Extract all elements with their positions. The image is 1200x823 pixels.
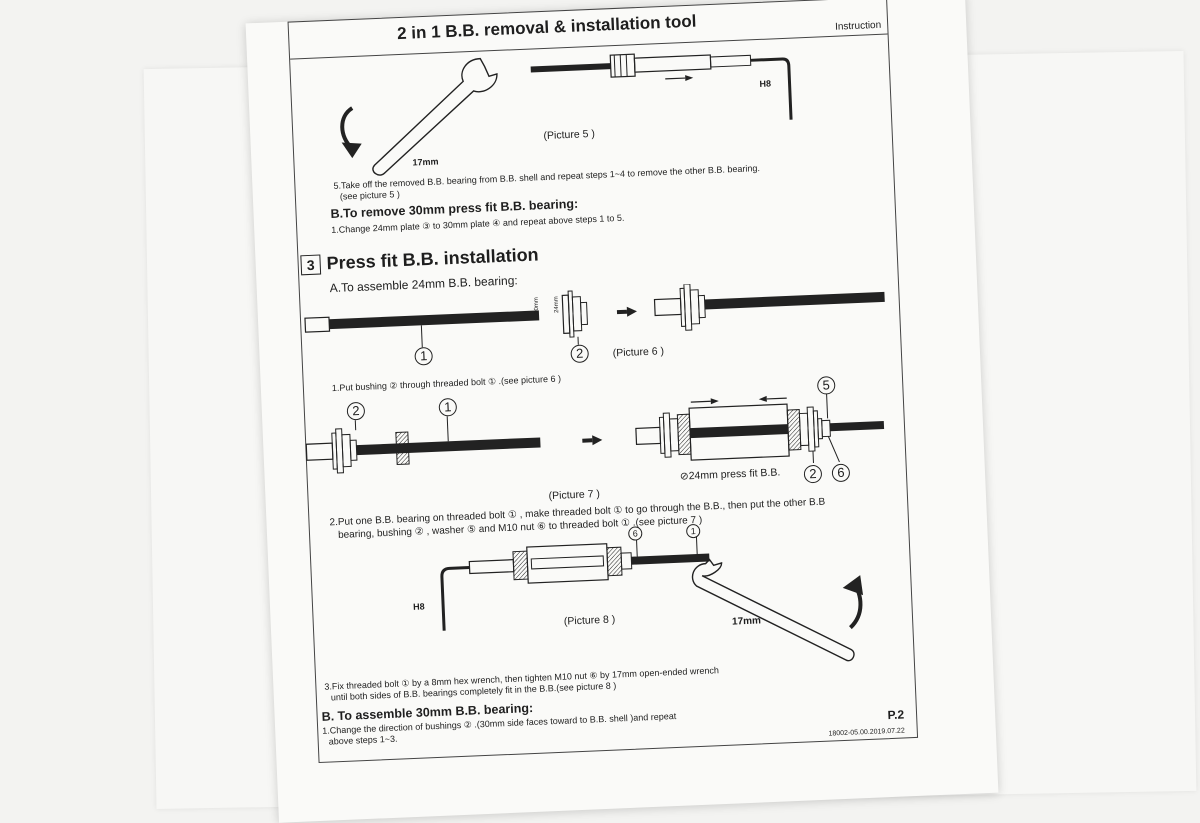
section3-number: 3 <box>300 254 321 275</box>
picture6-caption: (Picture 6 ) <box>612 345 664 359</box>
section3-heading: Press fit B.B. installation <box>326 244 539 273</box>
next-arrow <box>627 306 637 316</box>
wrench-17mm <box>692 554 854 667</box>
bushing-sleeve <box>305 317 330 332</box>
picture8-hex-label: H8 <box>413 601 425 611</box>
hex-key <box>751 59 792 122</box>
step5-line2: (see picture 5 ) <box>340 189 400 202</box>
bolt-shaft <box>531 63 611 72</box>
picture5-wrench-size: 17mm <box>412 156 438 167</box>
picture8-caption: (Picture 8 ) <box>564 613 616 627</box>
picture7-caption: (Picture 7 ) <box>548 488 600 502</box>
step1-text: 1.Put bushing ② through threaded bolt ① … <box>332 374 562 395</box>
picture8-diagram <box>410 522 896 692</box>
rotation-arrowhead <box>342 142 363 159</box>
instruction-sheet: 2 in 1 B.B. removal & installation tool … <box>246 0 999 823</box>
picture6-dim-30: 30mm <box>534 297 541 314</box>
document-code: 18002-05.00.2019.07.22 <box>828 727 905 737</box>
tool-shell <box>634 55 711 72</box>
document-frame: 2 in 1 B.B. removal & installation tool … <box>288 0 919 763</box>
hex-key-8 <box>442 568 473 631</box>
document-title: 2 in 1 B.B. removal & installation tool <box>397 12 697 45</box>
threaded-bolt <box>329 310 539 329</box>
bearing-ring <box>396 432 409 464</box>
picture6-dim-24: 24mm <box>554 296 561 313</box>
picture5-diagram <box>330 38 835 179</box>
picture8-wrench-size: 17mm <box>732 615 761 627</box>
bb-shell-8 <box>527 544 608 583</box>
page-number: P.2 <box>887 707 904 722</box>
picture5-hex-label: H8 <box>759 78 771 88</box>
next-arrow-2 <box>592 435 602 445</box>
picture5-caption: (Picture 5 ) <box>543 128 595 142</box>
rotation-arrow <box>341 108 353 148</box>
instruction-label: Instruction <box>835 20 882 33</box>
section-b-assemble-line2: above steps 1~3. <box>329 734 398 747</box>
picture6-label-2: 2 <box>570 344 589 363</box>
